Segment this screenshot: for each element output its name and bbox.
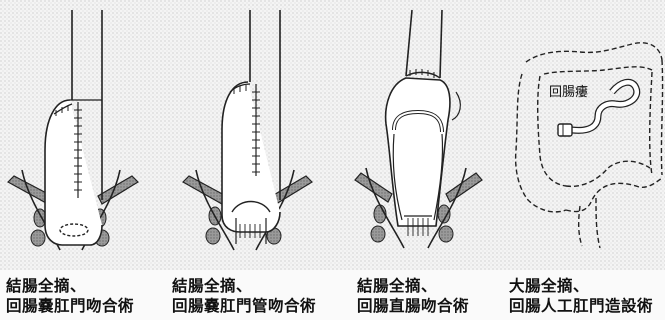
stoma-label: 回腸瘻 xyxy=(549,85,588,100)
caption-line-1: 結腸全摘、 xyxy=(6,276,134,296)
caption-line-2: 回腸人工肛門造設術 xyxy=(509,296,653,316)
caption-line-2: 回腸嚢肛門吻合術 xyxy=(6,296,134,316)
caption-panel-4: 大腸全摘、 回腸人工肛門造設術 xyxy=(509,276,653,316)
caption-line-1: 大腸全摘、 xyxy=(509,276,653,296)
caption-line-2: 回腸嚢肛門管吻合術 xyxy=(172,296,316,316)
caption-line-1: 結腸全摘、 xyxy=(357,276,469,296)
caption-panel-2: 結腸全摘、 回腸嚢肛門管吻合術 xyxy=(172,276,316,316)
caption-panel-3: 結腸全摘、 回腸直腸吻合術 xyxy=(357,276,469,316)
caption-line-2: 回腸直腸吻合術 xyxy=(357,296,469,316)
caption-panel-1: 結腸全摘、 回腸嚢肛門吻合術 xyxy=(6,276,134,316)
caption-line-1: 結腸全摘、 xyxy=(172,276,316,296)
